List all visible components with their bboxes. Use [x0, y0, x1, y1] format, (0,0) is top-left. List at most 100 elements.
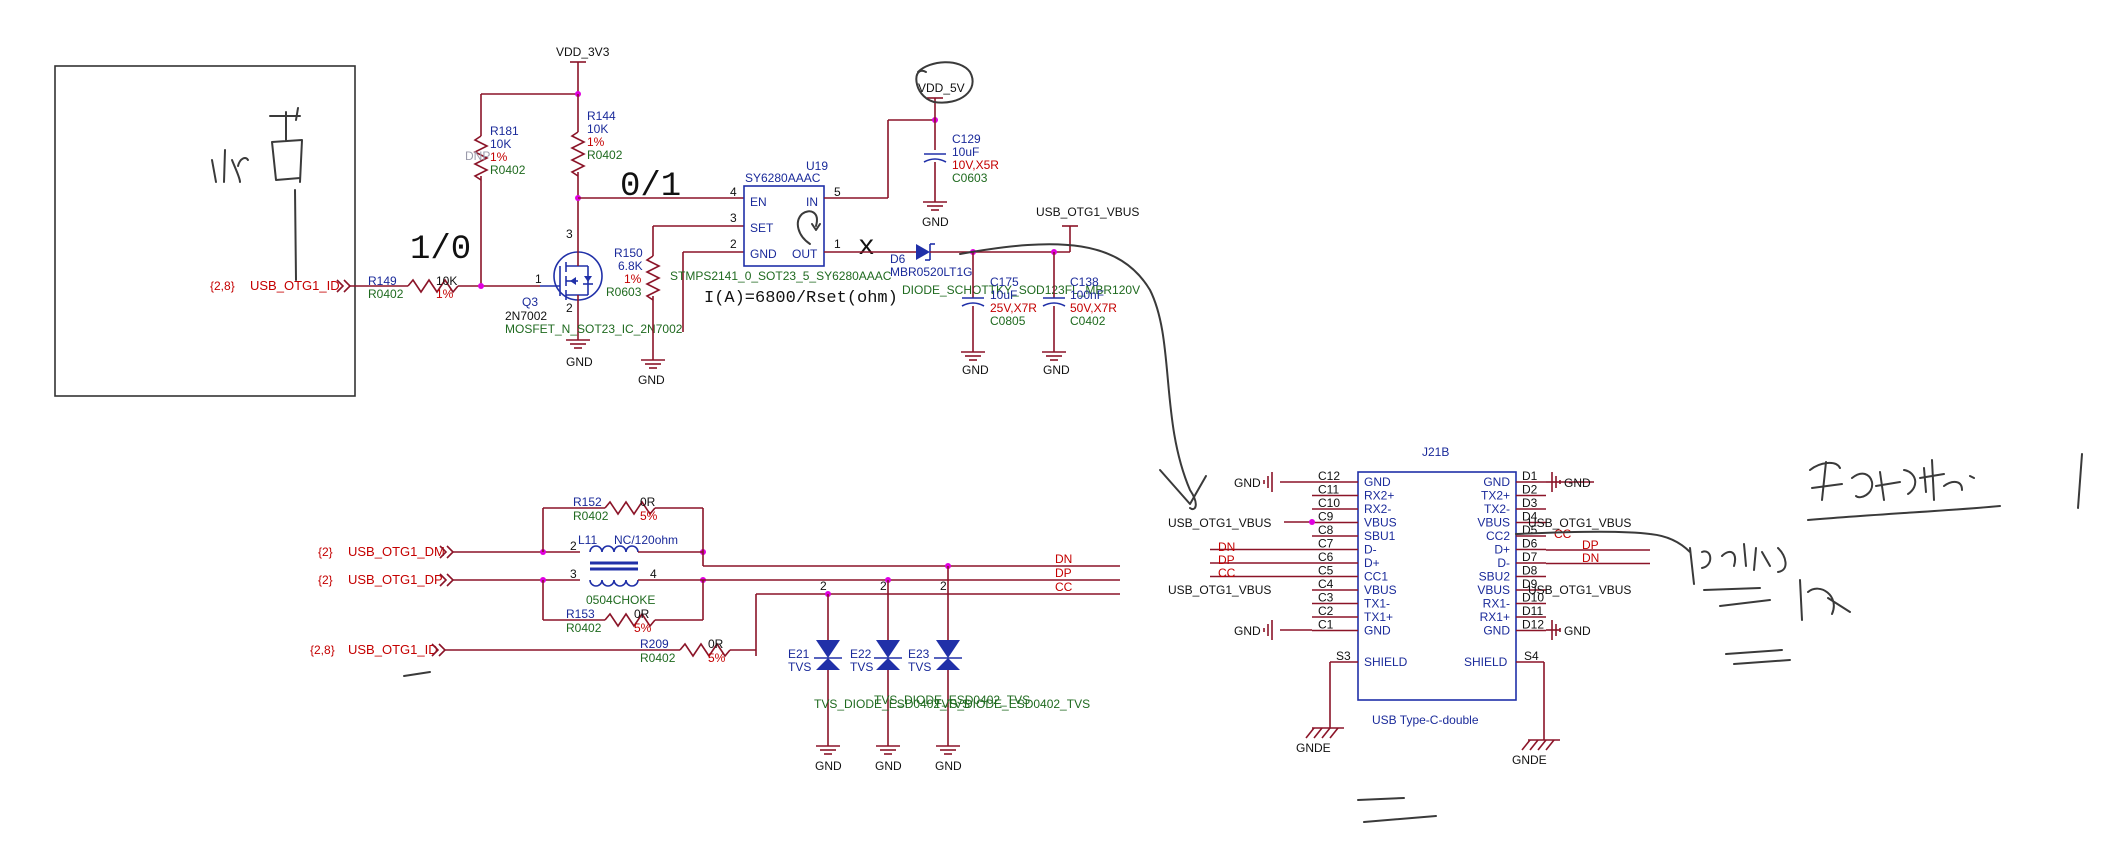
j21b-left-pin-num: C6	[1318, 550, 1334, 564]
j21b-s3-num: S3	[1336, 649, 1351, 663]
c129-symbol	[923, 153, 947, 196]
gnd-c138-label: GND	[1043, 363, 1070, 377]
j21b-left-pin-name: SBU1	[1364, 529, 1396, 543]
r150-tol: 1%	[624, 272, 642, 286]
r181-ref: R181	[490, 124, 519, 138]
j21b-s4-name: SHIELD	[1464, 655, 1508, 669]
e22-ref: E22	[850, 647, 872, 661]
dp-port-label: USB_OTG1_DP	[348, 572, 443, 587]
j21b-left-pin-num: C2	[1318, 604, 1334, 618]
r149-tol: 1%	[436, 287, 454, 301]
junction	[1309, 519, 1315, 525]
j21b-left-pin-num: C5	[1318, 564, 1334, 578]
r209-val: 0R	[708, 637, 724, 651]
j21b-right-pin-num: D10	[1522, 591, 1544, 605]
j21b-right-pin-num: D6	[1522, 537, 1538, 551]
tvs-e23	[934, 566, 962, 740]
r209-ref: R209	[640, 637, 669, 651]
id-port-ref: {2,8}	[210, 279, 235, 293]
c12-net: GND	[1234, 476, 1261, 490]
id-port-label: USB_OTG1_ID	[250, 278, 340, 293]
d5-net: CC	[1554, 527, 1572, 541]
r144-pkg: R0402	[587, 148, 623, 162]
c175-symbol	[961, 252, 985, 346]
j21b-s4-num: S4	[1524, 649, 1539, 663]
r181-tol: 1%	[490, 150, 508, 164]
d6-footprint: DIODE_SCHOTTKY_SOD123FL_MBR120V	[902, 283, 1140, 297]
u19-body	[743, 185, 825, 267]
handwritten-scribble	[211, 107, 303, 281]
net-cc-label: CC	[1055, 580, 1073, 594]
j21b-left-pin-name: D-	[1364, 543, 1377, 557]
j21b-right-pin-name: CC2	[1486, 529, 1510, 543]
id2-port-ref: {2,8}	[310, 643, 335, 657]
gnd-c175	[961, 346, 985, 361]
j21b-left-pin-name: RX2-	[1364, 502, 1391, 516]
c1-net: GND	[1234, 624, 1261, 638]
j21b-right-pin-num: D9	[1522, 577, 1538, 591]
c175-pkg: C0805	[990, 314, 1026, 328]
j21b-left-pin-name: VBUS	[1364, 583, 1397, 597]
handwritten-box	[54, 65, 356, 397]
gnd-c129-label: GND	[922, 215, 949, 229]
r144-symbol	[570, 131, 586, 177]
r153-val: 0R	[634, 607, 650, 621]
c129-val: 10uF	[952, 145, 979, 159]
j21b-left-pin-num: C11	[1318, 483, 1339, 497]
gnd-c175-label: GND	[962, 363, 989, 377]
j21b-left-pin-name: RX2+	[1364, 489, 1394, 503]
r181-symbol	[473, 135, 489, 181]
j21b-left-pin-name: TX1+	[1364, 610, 1393, 624]
q3-part: 2N7002	[505, 309, 547, 323]
tvs-fp-3: TVS_DIODE_ESD0402_TVS	[934, 697, 1090, 711]
j21b-right-pin-name: D-	[1497, 556, 1510, 570]
l11-pin4: 4	[650, 567, 657, 581]
u19-n2: 2	[730, 237, 737, 251]
handwritten-arrow-u19	[796, 210, 818, 245]
j21b-right-pin-num: D8	[1522, 564, 1538, 578]
j21b-left-pin-num: C1	[1318, 618, 1334, 632]
tvs-e21	[814, 594, 842, 740]
j21b-left-pin-num: C12	[1318, 469, 1340, 483]
gnd-tvs	[816, 740, 960, 755]
d6-net: DP	[1582, 538, 1599, 552]
note-x: x	[858, 232, 875, 263]
r150-symbol	[645, 255, 661, 301]
j21b-right-pin-num: D12	[1522, 618, 1544, 632]
junction	[478, 283, 484, 289]
r153-symbol	[604, 612, 656, 628]
l11-pin3: 3	[570, 567, 577, 581]
r152-tol: 5%	[640, 509, 658, 523]
j21b-left-pin-name: D+	[1364, 556, 1380, 570]
net-dp-label: DP	[1055, 566, 1072, 580]
tvs-fp-1: TVS_DIODE_ESD0402_TVS	[814, 697, 970, 711]
c138-pkg: C0402	[1070, 314, 1106, 328]
c138-val: 100nF	[1070, 288, 1104, 302]
j21b-right-pin-name: TX2-	[1484, 502, 1510, 516]
u19-pin-out: OUT	[792, 247, 818, 261]
r149-symbol	[407, 278, 459, 294]
j21b-right-pin-name: RX1+	[1480, 610, 1510, 624]
r150-val: 6.8K	[618, 259, 643, 273]
r181-dnp: DNP	[465, 149, 490, 163]
handwritten-link-arrowhead	[1159, 469, 1207, 505]
j21b-left-pin-name: GND	[1364, 624, 1391, 638]
r153-ref: R153	[566, 607, 595, 621]
r149-pkg: R0402	[368, 287, 404, 301]
gnd-q3	[566, 332, 590, 349]
r209-symbol	[679, 642, 731, 658]
gnd-e22-label: GND	[875, 759, 902, 773]
r181-pkg: R0402	[490, 163, 526, 177]
net-dn-label: DN	[1055, 552, 1072, 566]
u19-part: SY6280AAAC	[745, 171, 821, 185]
r144-tol: 1%	[587, 135, 605, 149]
gnd-r150-label: GND	[638, 373, 665, 387]
gnde-s4	[1521, 739, 1560, 751]
j21b-right-pin-name: VBUS	[1477, 583, 1510, 597]
c138-rating: 50V,X7R	[1070, 301, 1117, 315]
u19-pin-set: SET	[750, 221, 774, 235]
e23-type: TVS	[908, 660, 931, 674]
gnd-r150	[641, 352, 665, 369]
c129-pkg: C0603	[952, 171, 988, 185]
